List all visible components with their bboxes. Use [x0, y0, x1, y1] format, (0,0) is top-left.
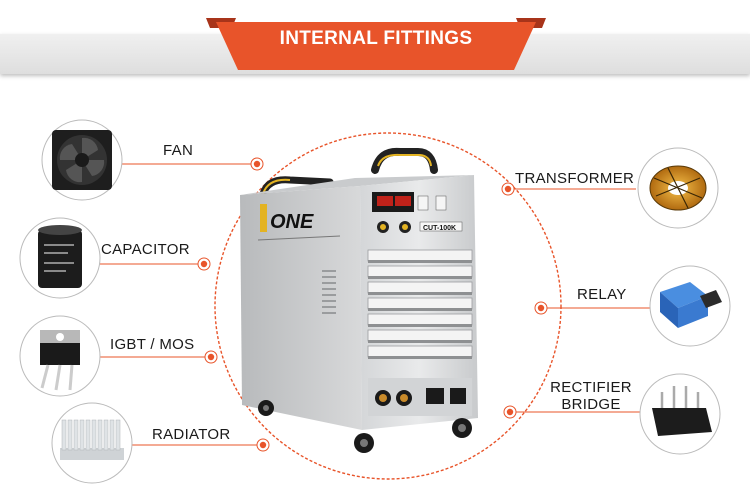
fan-thumbnail: [41, 119, 123, 201]
dot-relay: [534, 301, 548, 315]
label-fan: FAN: [163, 142, 194, 159]
connector-dots: [197, 157, 548, 452]
igbt-thumbnail: [19, 315, 101, 397]
label-igbt: IGBT / MOS: [110, 336, 195, 353]
rectifier-thumbnail: [639, 373, 721, 455]
dot-capacitor: [197, 257, 211, 271]
radiator-thumbnail: [51, 402, 133, 484]
label-relay: RELAY: [577, 286, 627, 303]
welding-machine: ONE CUT-100K: [240, 147, 478, 453]
dot-igbt: [204, 350, 218, 364]
transformer-thumbnail: [637, 147, 719, 229]
dot-transformer: [501, 182, 515, 196]
relay-thumbnail: [649, 265, 731, 347]
dot-rectifier: [503, 405, 517, 419]
dot-fan: [250, 157, 264, 171]
banner-title: INTERNAL FITTINGS: [279, 28, 473, 49]
connector-lines: [98, 163, 650, 446]
banner-ribbon: [206, 18, 546, 70]
dot-radiator: [256, 438, 270, 452]
label-rectifier-line2: BRIDGE: [561, 396, 621, 413]
label-radiator: RADIATOR: [152, 426, 231, 443]
label-capacitor: CAPACITOR: [101, 241, 190, 258]
label-transformer: TRANSFORMER: [515, 170, 635, 187]
machine-model: CUT-100K: [423, 225, 456, 232]
machine-brand: ONE: [270, 211, 314, 233]
label-rectifier: RECTIFIER BRIDGE: [545, 379, 637, 413]
label-rectifier-line1: RECTIFIER: [550, 379, 632, 396]
component-ring: [214, 132, 562, 480]
capacitor-thumbnail: [19, 217, 101, 299]
front-louvres: [367, 249, 473, 359]
